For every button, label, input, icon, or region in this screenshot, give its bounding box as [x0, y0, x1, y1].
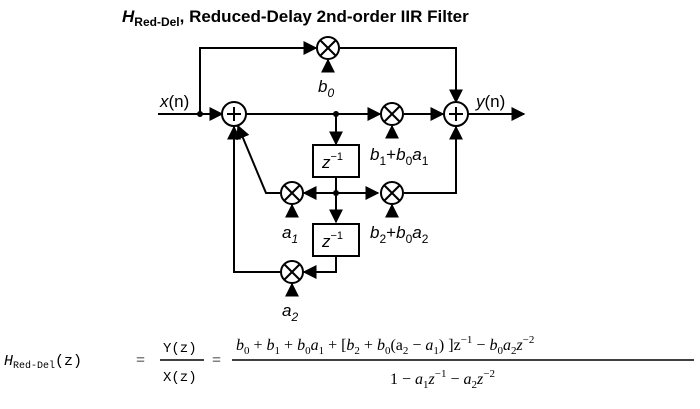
a1-feedback-wire [236, 124, 280, 194]
input-junction-dot [197, 111, 203, 117]
output-label: y(n) [475, 92, 505, 111]
a1-multiplier [280, 181, 304, 205]
a2-feedback-wire [227, 125, 280, 273]
delay-block-1: z−1 [312, 144, 360, 178]
delay-block-2-label: z−1 [321, 230, 343, 251]
delay1-junction-dot [333, 111, 339, 117]
a2-feed-wire [302, 257, 337, 279]
equation-equals-2: = [212, 352, 221, 369]
a1-coefficient-label: a1 [282, 223, 298, 246]
signal-wires [158, 41, 526, 297]
a2-coefficient-label: a2 [282, 301, 298, 324]
transfer-function-equation: HRed-Del(z) = Y(z) X(z) = b0 + b1 + b0a1… [4, 334, 694, 391]
b1-multiplier [380, 102, 404, 126]
b0-out-wire [340, 47, 463, 104]
delay2-junction-dot [333, 190, 339, 196]
figure-title: HRed-Del, Reduced-Delay 2nd-order IIR Fi… [122, 7, 469, 29]
b0-multiplier [316, 36, 340, 60]
equation-lhs: HRed-Del(z) [4, 353, 82, 372]
b0-coefficient-label: b0 [318, 77, 334, 100]
b2-multiplier [380, 181, 404, 205]
input-label: x(n) [159, 92, 189, 111]
a2-multiplier [280, 260, 304, 284]
ratio-denominator: X(z) [163, 370, 197, 386]
b2-out-wire [404, 125, 463, 194]
transfer-numerator: b0 + b1 + b0a1 + [b2 + b0(a2 − a1) ]z−1 … [236, 334, 534, 357]
transfer-denominator: 1 − a1z−1 − a2z−2 [390, 368, 495, 391]
delay-block-1-label: z−1 [321, 151, 343, 172]
output-adder [443, 101, 469, 127]
b1-coefficient-label: b1+b0a1 [370, 145, 429, 168]
input-adder [221, 101, 247, 127]
delay-block-2: z−1 [312, 223, 360, 257]
b0-feed-wire [199, 41, 318, 114]
equation-equals-1: = [136, 352, 145, 369]
b2-coefficient-label: b2+b0a2 [370, 223, 429, 246]
ratio-numerator: Y(z) [163, 341, 197, 357]
